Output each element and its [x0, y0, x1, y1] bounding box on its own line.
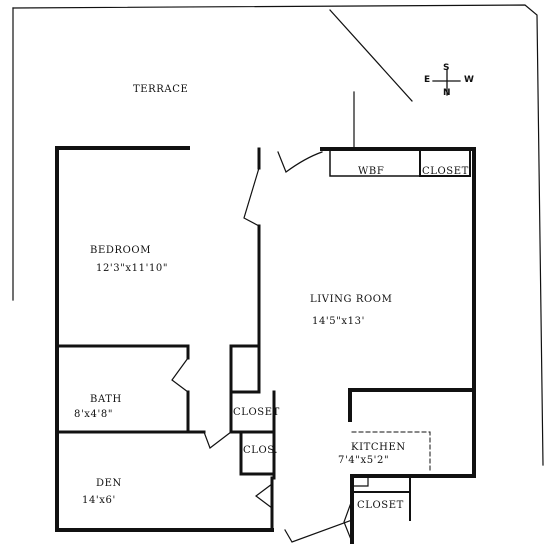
terrace-diagonal: [329, 9, 413, 102]
closet-top-box: [419, 148, 471, 177]
living-room-dims: 14'5"x13': [312, 316, 365, 327]
kitchen-dims: 7'4"x5'2": [338, 455, 390, 466]
compass-w: W: [464, 75, 474, 85]
compass-n: N: [443, 88, 451, 98]
kitchen-counter: [351, 431, 431, 473]
terrace-label: TERRACE: [133, 84, 189, 95]
compass-e: E: [424, 75, 431, 85]
door-swings: [171, 151, 369, 543]
kitchen-label: KITCHEN: [351, 442, 406, 453]
closet-bottom-box: [351, 475, 411, 521]
bath-dims: 8'x4'8": [74, 409, 114, 420]
terrace-outline: [12, 4, 544, 466]
living-room-label: LIVING ROOM: [310, 294, 393, 305]
compass-s: S: [443, 63, 450, 73]
den-dims: 14'x6': [82, 495, 116, 506]
compass-rose: [432, 69, 461, 96]
closet-top-label: CLOSET: [422, 166, 469, 177]
bedroom-label: BEDROOM: [90, 245, 152, 256]
bedroom-dims: 12'3"x11'10": [96, 263, 169, 274]
bath-label: BATH: [90, 394, 122, 405]
interior-walls: [55, 147, 276, 532]
closet-bottom-label: CLOSET: [357, 500, 404, 511]
closet-mid-label: CLOSET: [233, 407, 280, 418]
exterior-walls: [55, 146, 476, 544]
wbf-label: WBF: [358, 166, 385, 177]
den-label: DEN: [96, 478, 122, 489]
clos-small-label: CLOS.: [243, 445, 279, 456]
